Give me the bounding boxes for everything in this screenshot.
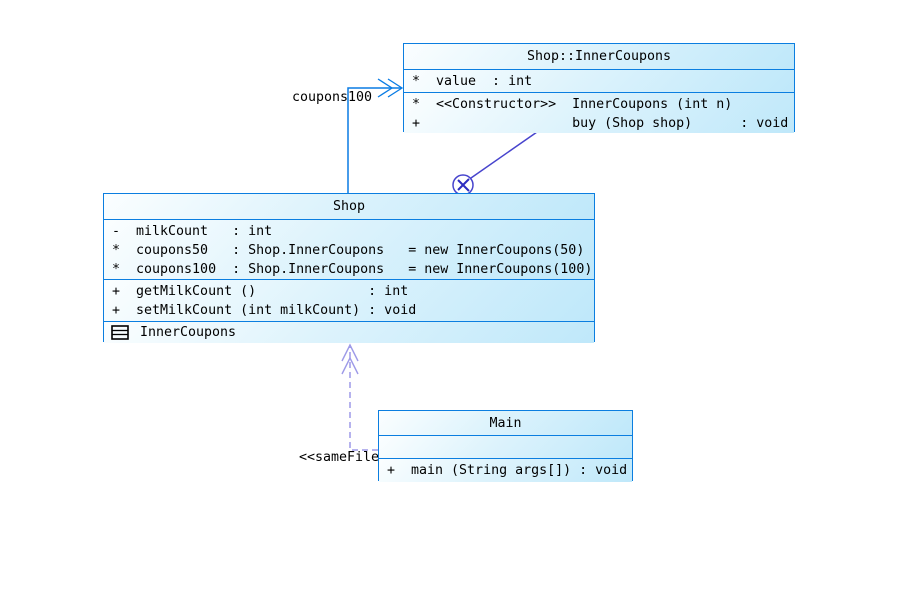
attribute-row: * coupons100 : Shop.InnerCoupons = new I… [112,262,593,277]
class-title: Main [489,415,522,431]
method-row: + main (String args[]) : void [387,463,628,478]
attributes-compartment-empty [379,435,632,458]
anchor-connector[interactable] [470,131,538,179]
title-compartment: Main [379,411,632,435]
nested-class-icon [111,325,129,340]
association-connector-coupons100[interactable] [347,87,401,194]
method-row: + getMilkCount () : int [112,284,409,299]
attributes-compartment: * value : int [404,69,794,92]
association-arrowhead-outer [387,78,404,98]
dependency-arrowhead-outer [341,343,359,362]
attribute-row: * coupons50 : Shop.InnerCoupons = new In… [112,243,585,258]
nested-classes-compartment: InnerCoupons [104,321,594,343]
class-title: Shop::InnerCoupons [526,49,672,64]
title-compartment: Shop [104,194,594,219]
dependency-arrowhead-inner [341,356,359,375]
methods-compartment: + main (String args[]) : void [379,458,632,482]
nested-class-row[interactable]: InnerCoupons [104,322,594,343]
class-box-shop[interactable]: Shop - milkCount : int * coupons50 : Sho… [103,193,595,343]
method-row: * <<Constructor>> InnerCoupons (int n) [412,97,733,112]
attributes-compartment: - milkCount : int * coupons50 : Shop.Inn… [104,219,594,279]
method-row: + setMilkCount (int milkCount) : void [112,303,417,318]
title-compartment: Shop::InnerCoupons [404,44,794,69]
attribute-row: * value : int [412,74,533,89]
attribute-row: - milkCount : int [112,224,273,239]
nested-class-name: InnerCoupons [140,325,237,340]
anchor-cross-stroke-2 [457,178,470,191]
methods-compartment: * <<Constructor>> InnerCoupons (int n) +… [404,92,794,133]
class-title: Shop [332,199,366,214]
stereotype-label-samefile[interactable]: <<sameFile [299,450,380,465]
association-arrowhead-inner [377,78,394,98]
dependency-connector-samefile[interactable] [349,346,378,451]
method-row: + buy (Shop shop) : void [412,116,789,131]
association-label-coupons100[interactable]: coupons100 [292,90,373,105]
class-box-main[interactable]: Main + main (String args[]) : void [378,410,633,482]
class-box-inner-coupons[interactable]: Shop::InnerCoupons * value : int * <<Con… [403,43,795,133]
methods-compartment: + getMilkCount () : int + setMilkCount (… [104,279,594,321]
